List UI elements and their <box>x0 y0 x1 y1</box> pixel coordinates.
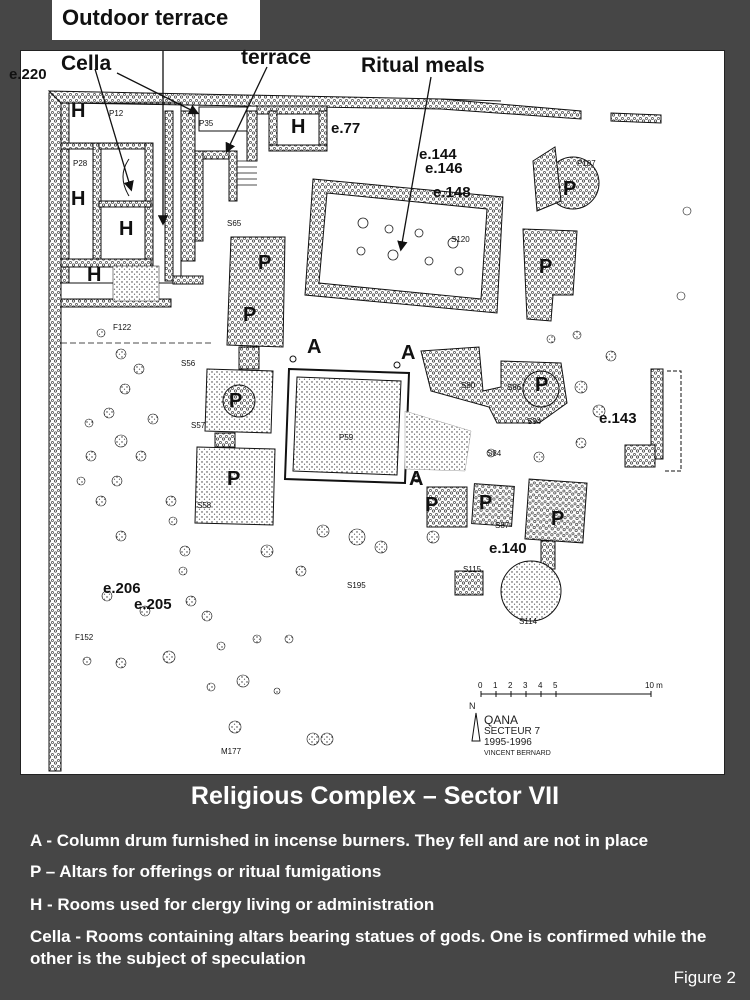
ritual-meals-callout: Ritual meals <box>361 54 485 77</box>
feature-label-e143: e.143 <box>599 410 637 427</box>
column-drum-mark: A <box>409 468 424 490</box>
north-east-wall-fragment <box>610 112 662 124</box>
clergy-room-mark: H <box>119 218 134 240</box>
plan-code: S65 <box>227 219 242 228</box>
scale-tick: 4 <box>538 681 543 690</box>
clergy-room-mark: H <box>71 100 86 122</box>
plan-code: S120 <box>451 235 470 244</box>
plan-code: S56 <box>181 359 196 368</box>
cella-callout: Cella <box>61 52 112 75</box>
legend-item-a: A - Column drum furnished in incense bur… <box>30 831 649 850</box>
plan-code: S58 <box>197 501 212 510</box>
figure-number: Figure 2 <box>673 968 736 987</box>
outdoor-terrace-callout-box <box>52 0 260 40</box>
terrace-callout: terrace <box>241 46 312 69</box>
scale-bar <box>480 691 652 697</box>
altar-mark: P <box>479 492 493 514</box>
feature-label-e220: e.220 <box>9 66 47 83</box>
scale-tick: 1 <box>493 681 498 690</box>
feature-label-e144: e.144 <box>419 146 457 163</box>
ritual-meals-hall <box>304 178 504 314</box>
ritual-meals-arrow <box>397 76 432 252</box>
central-courtyard <box>283 367 472 485</box>
credit-block: QANA SECTEUR 7 1995-1996 VINCENT BERNARD <box>484 713 551 759</box>
scale-tick: 10 m <box>645 681 663 690</box>
south-altars <box>426 478 588 622</box>
altar-mark: P <box>425 494 439 516</box>
plan-code: S94 <box>527 417 542 426</box>
altar-mark: P <box>563 178 577 200</box>
scattered-features <box>76 206 692 746</box>
altar-mark: P <box>551 508 565 530</box>
credit-site: QANA <box>484 713 519 727</box>
west-wall <box>48 92 62 772</box>
legend-item-h: H - Rooms used for clergy living or admi… <box>30 895 435 914</box>
plan-code: F122 <box>113 323 132 332</box>
feature-label-e206: e.206 <box>103 580 141 597</box>
plan-code: P12 <box>109 109 124 118</box>
cella-arrow-1 <box>94 68 134 192</box>
feature-label-e77: e.77 <box>331 120 361 137</box>
altar-mark: P <box>229 390 243 412</box>
west-altar-column <box>194 236 286 526</box>
plan-code: S87 <box>495 521 510 530</box>
altar-mark: P <box>227 468 241 490</box>
terrace-arrow <box>225 66 268 154</box>
plan-code: S57 <box>191 421 206 430</box>
feature-label-e148: e.148 <box>433 184 471 201</box>
feature-label-e140: e.140 <box>489 540 527 557</box>
plan-code: P107 <box>577 159 596 168</box>
scale-tick: 5 <box>553 681 558 690</box>
east-wall-fragments <box>624 368 682 472</box>
north-label: N <box>469 701 476 711</box>
plan-code: F152 <box>75 633 94 642</box>
credit-author: VINCENT BERNARD <box>484 750 551 757</box>
plan-code: S115 <box>463 565 482 574</box>
cella-arrow-2 <box>116 72 200 115</box>
site-plan-drawing <box>47 51 692 772</box>
east-altar-complex <box>420 228 578 424</box>
feature-label-e146: e.146 <box>425 160 463 177</box>
plan-code: S84 <box>487 449 502 458</box>
north-wall <box>47 90 582 120</box>
site-plan: 0 1 2 3 4 5 10 m N QANA SECTEUR 7 1995-1… <box>9 46 725 775</box>
clergy-room-mark: H <box>291 116 306 138</box>
figure-title: Religious Complex – Sector VII <box>190 782 560 810</box>
credit-sector: SECTEUR 7 <box>484 726 541 737</box>
altar-p107 <box>532 146 600 212</box>
plan-code: P59 <box>339 433 354 442</box>
scale-tick: 0 <box>478 681 483 690</box>
column-drum-mark: A <box>307 336 322 358</box>
clergy-room-mark: H <box>71 188 86 210</box>
scale-tick: 2 <box>508 681 513 690</box>
clergy-room-mark: H <box>87 264 102 286</box>
credit-years: 1995-1996 <box>484 737 532 748</box>
plan-code: S80 <box>461 381 476 390</box>
altar-mark: P <box>258 252 272 274</box>
outdoor-terrace-callout: Outdoor terrace <box>62 5 229 30</box>
north-arrow-icon <box>471 712 481 742</box>
clergy-rooms-block <box>60 102 204 308</box>
altar-mark: P <box>539 256 553 278</box>
plan-code: P28 <box>73 159 88 168</box>
plan-code: M177 <box>221 747 242 756</box>
altar-mark: P <box>535 374 549 396</box>
plan-code: S114 <box>519 617 538 626</box>
plan-code: S86 <box>507 383 522 392</box>
callout-arrows <box>94 51 432 252</box>
plan-code: P35 <box>199 119 214 128</box>
altar-mark: P <box>243 304 257 326</box>
feature-label-e205: e.205 <box>134 596 172 613</box>
scale-tick: 3 <box>523 681 528 690</box>
column-drum-mark: A <box>401 342 416 364</box>
legend-item-cella: Cella - Rooms containing altars bearing … <box>30 927 707 968</box>
plan-code: S195 <box>347 581 366 590</box>
legend-item-p: P – Altars for offerings or ritual fumig… <box>30 862 382 881</box>
